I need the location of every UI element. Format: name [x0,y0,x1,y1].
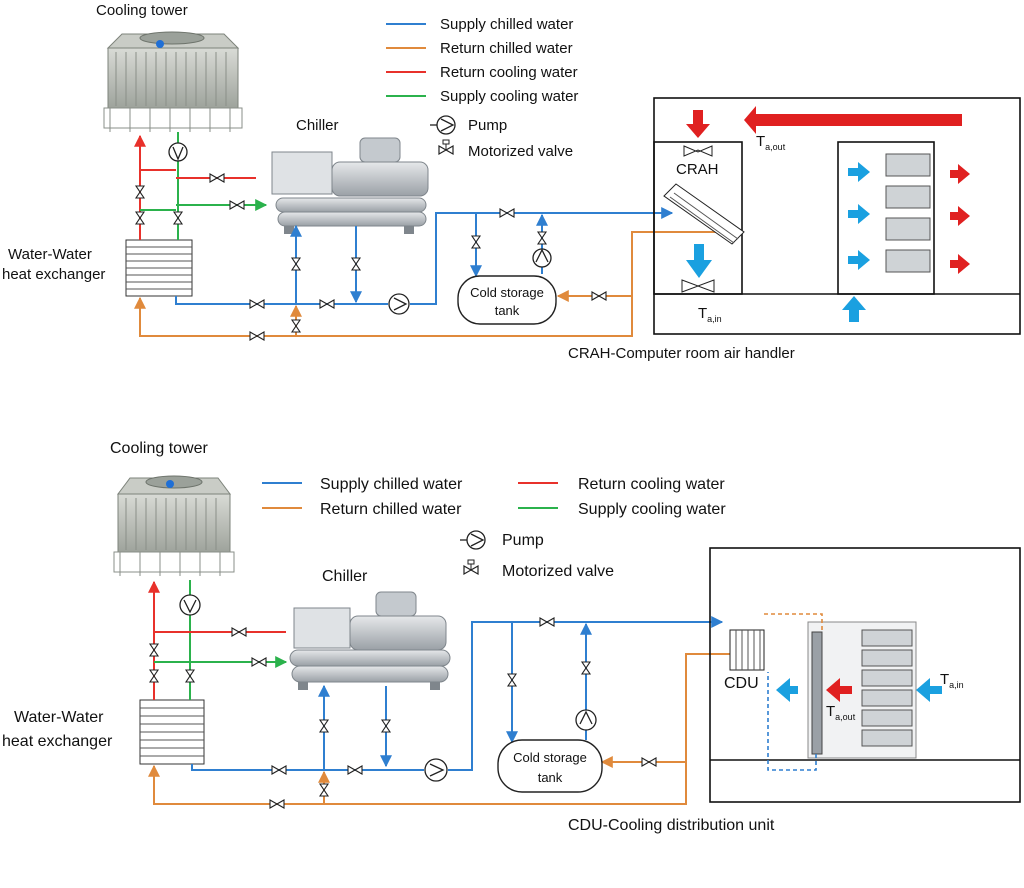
fan-icon [683,145,713,157]
rack-inlet-arrows [848,162,870,270]
crah-caption: CRAH-Computer room air handler [568,345,795,362]
fan-icon [681,279,715,293]
cdu-unit [729,629,765,671]
legend-label-return-cooling: Return cooling water [440,64,578,81]
chiller-image [271,137,429,234]
legend-label-supply-cooling: Supply cooling water [578,501,726,518]
legend-label-supply-chilled: Supply chilled water [440,16,573,33]
valve-legend-icon [438,139,454,156]
pump-legend-icon [460,530,486,550]
top-diagram: Cooling tower Chiller Water-Water heat e… [2,2,1021,362]
legend-label-supply-cooling: Supply cooling water [440,88,578,105]
t-in-label: Ta,in [940,671,964,690]
cdu-label: CDU [724,675,759,692]
cold-air-exit-arrow [776,678,798,702]
legend: Supply chilled water Return chilled wate… [386,16,578,105]
t-out-label: Ta,out [756,133,786,152]
chiller-label: Chiller [322,568,368,585]
crah-unit [653,141,743,295]
dashed-return-line [764,613,823,632]
bottom-diagram: Cooling tower Chiller Water-Water heat e… [2,440,1021,834]
legend-label-return-cooling: Return cooling water [578,476,725,493]
cooling-water-pipes [148,580,288,700]
cooling-tower-image [103,31,243,132]
server-units [861,629,913,747]
valve-legend-label: Motorized valve [502,563,614,580]
bottom-pump-tank [575,709,597,731]
server-rack-enclosure [837,141,935,295]
rack-outlet-arrows [950,164,970,274]
hx-label-line1: Water-Water [8,246,92,263]
cdu-caption: CDU-Cooling distribution unit [568,817,775,834]
legend-label-return-chilled: Return chilled water [440,40,573,57]
hot-air-return-arrow [744,106,962,134]
valve-legend-icon [463,559,479,576]
server-units [885,153,931,273]
cold-air-inlet-arrow [916,678,942,702]
chiller-image [289,591,451,690]
data-center-room [709,547,1021,803]
t-in-label: Ta,in [698,305,722,324]
hx-label-line2: heat exchanger [2,266,105,283]
hot-air-arrow [826,678,852,702]
tank-label-line1: Cold storage [470,285,544,300]
valve-legend-label: Motorized valve [468,143,573,160]
cold-air-down-arrow [686,244,712,278]
crah-label: CRAH [676,161,719,178]
cold-air-up-arrow [842,296,866,322]
t-out-label: Ta,out [826,703,856,722]
cooling-tower-label: Cooling tower [110,440,209,457]
bottom-pump-chilled [424,758,448,782]
cold-storage-tank [497,739,603,793]
legend: Supply chilled water Return chilled wate… [262,476,726,518]
cold-storage-tank [457,275,557,325]
cooling-tower-label: Cooling tower [96,2,188,19]
cooling-water-pipes [134,132,268,240]
cooling-tower-image [113,475,235,576]
bottom-valves [148,617,657,809]
top-pump-chilled [388,293,410,315]
top-pump-tank [532,248,552,268]
top-pump-cooling [168,142,188,162]
crah-coil [663,183,745,245]
hx-label-line1: Water-Water [14,709,104,726]
tank-label-line2: tank [538,770,563,785]
chiller-label: Chiller [296,117,339,134]
rear-door-coil [811,631,823,755]
dashed-supply-line [767,672,817,771]
top-valves [134,173,607,341]
pump-legend-label: Pump [502,532,544,549]
tank-label-line1: Cold storage [513,750,587,765]
heat-exchanger [125,239,193,297]
legend-label-return-chilled: Return chilled water [320,501,462,518]
bottom-pump-cooling [179,594,201,616]
hx-label-line2: heat exchanger [2,733,113,750]
legend-label-supply-chilled: Supply chilled water [320,476,463,493]
pump-legend-label: Pump [468,117,507,134]
heat-exchanger [139,699,205,765]
pump-legend-icon [430,115,456,135]
chilled-water-pipes [134,207,740,337]
hot-air-down-arrow [686,110,710,138]
tank-label-line2: tank [495,303,520,318]
